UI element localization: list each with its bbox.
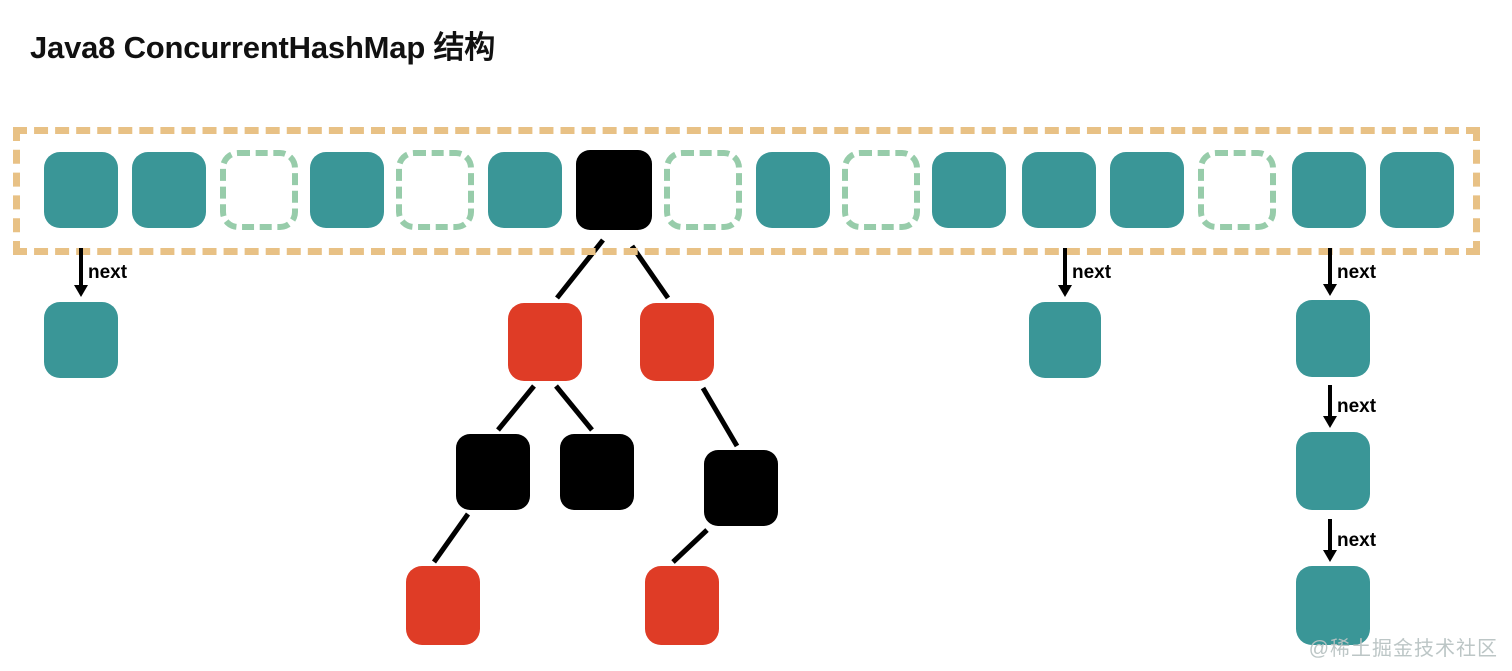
array-cell-2-empty (220, 150, 298, 230)
left-chain-0-next-label: next (88, 262, 128, 283)
right-chain-node-1 (1296, 432, 1370, 510)
array-cell-7-empty (664, 150, 742, 230)
tree-node-b2-black (560, 434, 634, 510)
tree-node-l1-red (406, 566, 480, 645)
tree-node-b3-black (704, 450, 778, 526)
array-cell-5 (488, 152, 562, 228)
array-cell-15 (1380, 152, 1454, 228)
left-chain-node-0 (44, 302, 118, 378)
right-chain-1-arrow-head-icon (1323, 416, 1337, 428)
array-cell-3 (310, 152, 384, 228)
tree-node-r2-red (640, 303, 714, 381)
array-cell-12 (1110, 152, 1184, 228)
middle-right-chain-0-arrow-head-icon (1058, 285, 1072, 297)
middle-right-chain-0-next-label: next (1072, 262, 1112, 283)
middle-right-chain-0-arrow-shaft (1063, 248, 1067, 286)
tree-node-r1-red (508, 303, 582, 381)
array-cell-8 (756, 152, 830, 228)
right-chain-2-next-label: next (1337, 530, 1377, 551)
right-chain-2-arrow-head-icon (1323, 550, 1337, 562)
watermark: @稀土掘金技术社区 (1308, 638, 1498, 660)
left-chain-0-arrow-shaft (79, 248, 83, 286)
right-chain-2-arrow-shaft (1328, 519, 1332, 551)
tree-edge-r1-to-b2 (554, 384, 594, 432)
tree-edge-r2-to-b3 (700, 386, 740, 448)
array-cell-0 (44, 152, 118, 228)
right-chain-node-0 (1296, 300, 1370, 377)
array-cell-6 (576, 150, 652, 230)
right-chain-1-arrow-shaft (1328, 385, 1332, 417)
middle-right-chain-node-0 (1029, 302, 1101, 378)
right-chain-node-2 (1296, 566, 1370, 645)
array-cell-4-empty (396, 150, 474, 230)
array-cell-9-empty (842, 150, 920, 230)
array-cell-1 (132, 152, 206, 228)
right-chain-0-arrow-shaft (1328, 248, 1332, 285)
tree-edge-b3-to-l2 (671, 528, 709, 564)
array-cell-11 (1022, 152, 1096, 228)
right-chain-0-next-label: next (1337, 262, 1377, 283)
tree-node-l2-red (645, 566, 719, 645)
array-cell-14 (1292, 152, 1366, 228)
hash-table-array-container (13, 127, 1480, 255)
right-chain-0-arrow-head-icon (1323, 284, 1337, 296)
tree-edge-b1-to-l1 (431, 512, 471, 564)
array-cell-13-empty (1198, 150, 1276, 230)
page-title: Java8 ConcurrentHashMap 结构 (30, 30, 496, 65)
array-cell-10 (932, 152, 1006, 228)
left-chain-0-arrow-head-icon (74, 285, 88, 297)
tree-node-b1-black (456, 434, 530, 510)
right-chain-1-next-label: next (1337, 396, 1377, 417)
tree-edge-r1-to-b1 (496, 384, 536, 432)
